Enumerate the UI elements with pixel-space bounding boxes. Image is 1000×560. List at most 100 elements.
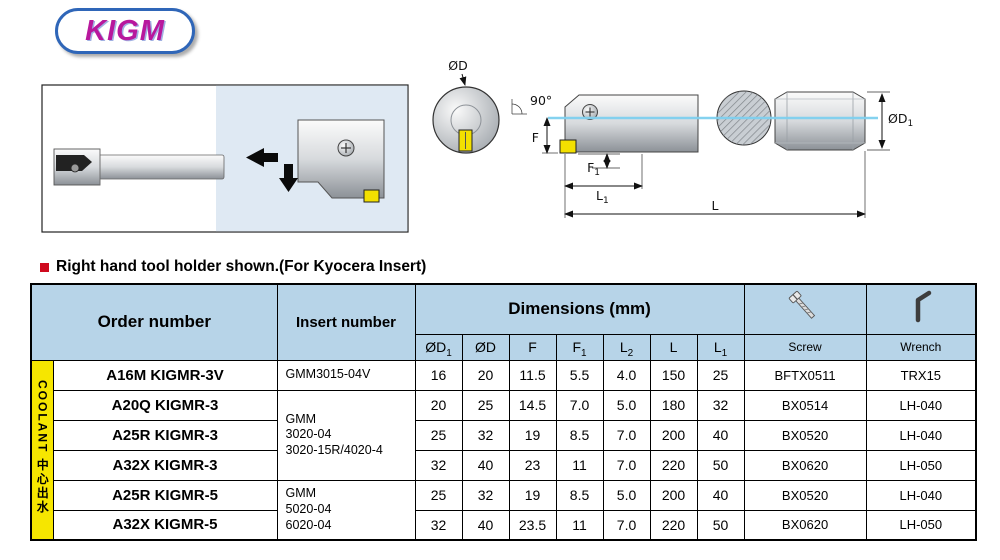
header-screw: Screw — [743, 333, 867, 361]
cell-d: 40 — [461, 449, 510, 481]
tool-holder-side — [53, 148, 225, 186]
spec-table: Order number Insert number Dimensions (m… — [30, 283, 978, 541]
table-row: A25R KIGMR-5 GMM 5020-04 6020-04 25 32 1… — [31, 479, 977, 541]
cell-d1: 32 — [414, 509, 463, 541]
tool-drawing-svg: ØD 90° — [41, 58, 913, 233]
cell-screw: BX0520 — [743, 479, 867, 511]
cell-l2: 7.0 — [602, 509, 651, 541]
note-text: Right hand tool holder shown.(For Kyocer… — [56, 258, 427, 275]
shank — [774, 91, 866, 151]
dim-label-l1: L1 — [596, 188, 609, 206]
header-dim-l2: L2 — [602, 333, 651, 361]
cell-f: 23 — [508, 449, 557, 481]
header-dimensions: Dimensions (mm) — [414, 283, 745, 335]
arrow-left-icon — [246, 148, 278, 167]
header-order-number: Order number — [30, 283, 278, 361]
cell-f: 23.5 — [508, 509, 557, 541]
cell-f1: 8.5 — [555, 419, 604, 451]
cell-order-number: A25R KIGMR-3 — [52, 419, 278, 451]
cell-screw: BFTX0511 — [743, 359, 867, 391]
cell-d: 40 — [461, 509, 510, 541]
dimension-annotations: F F1 L1 L ØD1 — [532, 91, 913, 218]
tool-overview-box — [41, 84, 409, 233]
cell-d: 20 — [461, 359, 510, 391]
cell-d1: 16 — [414, 359, 463, 391]
table-row: A20Q KIGMR-3 GMM 3020-04 3020-15R/4020-4… — [31, 389, 977, 481]
cell-order-number: A32X KIGMR-5 — [52, 509, 278, 541]
table-row: A25R KIGMR-3 25 32 19 8.5 7.0 200 40 BX0… — [31, 419, 977, 451]
cell-l: 180 — [649, 389, 698, 421]
header-screw-icon-cell — [743, 283, 867, 335]
cell-f1: 11 — [555, 449, 604, 481]
technical-drawings: ØD 90° — [30, 58, 970, 258]
cell-f1: 5.5 — [555, 359, 604, 391]
cell-d1: 25 — [414, 479, 463, 511]
cell-wrench: LH-040 — [865, 479, 977, 511]
header-wrench-icon-cell — [865, 283, 977, 335]
cell-wrench: TRX15 — [865, 359, 977, 391]
cell-screw: BX0620 — [743, 449, 867, 481]
cell-l1: 40 — [696, 479, 745, 511]
cell-l2: 5.0 — [602, 389, 651, 421]
table-row: COOLANT 中心出水 A16M KIGMR-3V GMM3015-04V 1… — [30, 359, 977, 541]
cell-l: 220 — [649, 509, 698, 541]
cell-screw: BX0620 — [743, 509, 867, 541]
cell-l2: 7.0 — [602, 419, 651, 451]
cell-f: 19 — [508, 479, 557, 511]
tool-front-view: ØD 90° — [432, 58, 552, 154]
cell-l: 220 — [649, 449, 698, 481]
cell-f: 19 — [508, 419, 557, 451]
cell-order-number: A16M KIGMR-3V — [52, 359, 278, 391]
cell-l: 150 — [649, 359, 698, 391]
table-row: A32X KIGMR-5 32 40 23.5 11 7.0 220 50 BX… — [31, 509, 977, 541]
cell-wrench: LH-040 — [865, 389, 977, 421]
tool-assembly-view — [548, 90, 878, 154]
cell-f1: 7.0 — [555, 389, 604, 421]
cell-f: 14.5 — [508, 389, 557, 421]
arrow-down-icon — [279, 164, 298, 192]
cell-order-number: A25R KIGMR-5 — [52, 479, 278, 511]
coolant-label: COOLANT 中心出水 — [35, 379, 50, 515]
cell-l1: 32 — [696, 389, 745, 421]
cell-insert-number: GMM 3020-04 3020-15R/4020-4 — [276, 389, 416, 481]
dim-label-d1: ØD1 — [888, 111, 913, 129]
cell-l1: 50 — [696, 449, 745, 481]
dim-label-f: F — [532, 130, 539, 145]
cell-screw: BX0514 — [743, 389, 867, 421]
header-dim-l1: L1 — [696, 333, 745, 361]
dim-label-angle: 90° — [530, 93, 552, 108]
cell-d: 32 — [461, 479, 510, 511]
cell-d: 25 — [461, 389, 510, 421]
note-bullet-icon — [40, 262, 49, 272]
dim-label-l: L — [712, 198, 719, 213]
insert-tip-side — [559, 139, 577, 154]
table-row: A32X KIGMR-3 32 40 23 11 7.0 220 50 BX06… — [31, 449, 977, 481]
header-insert-number: Insert number — [276, 283, 416, 361]
cell-insert-number: GMM3015-04V — [276, 359, 416, 391]
header-dim-d1: ØD1 — [414, 333, 463, 361]
header-dim-d: ØD — [461, 333, 510, 361]
wrench-icon — [915, 290, 932, 322]
cell-d1: 25 — [414, 419, 463, 451]
dim-label-f1: F1 — [587, 160, 600, 178]
cell-insert-number: GMM 5020-04 6020-04 — [276, 479, 416, 541]
cell-l1: 50 — [696, 509, 745, 541]
tool-head-detail — [246, 119, 385, 203]
cell-l2: 5.0 — [602, 479, 651, 511]
cell-l1: 25 — [696, 359, 745, 391]
cell-f1: 8.5 — [555, 479, 604, 511]
screw-icon — [788, 290, 816, 319]
header-dim-f1: F1 — [555, 333, 604, 361]
note-line: Right hand tool holder shown.(For Kyocer… — [40, 258, 426, 276]
cell-l2: 7.0 — [602, 449, 651, 481]
header-dim-f: F — [508, 333, 557, 361]
cell-l1: 40 — [696, 419, 745, 451]
header-wrench: Wrench — [865, 333, 977, 361]
cell-f: 11.5 — [508, 359, 557, 391]
cell-f1: 11 — [555, 509, 604, 541]
insert-tip — [363, 189, 380, 203]
cell-l2: 4.0 — [602, 359, 651, 391]
cell-wrench: LH-050 — [865, 509, 977, 541]
cell-screw: BX0520 — [743, 419, 867, 451]
cell-wrench: LH-050 — [865, 449, 977, 481]
